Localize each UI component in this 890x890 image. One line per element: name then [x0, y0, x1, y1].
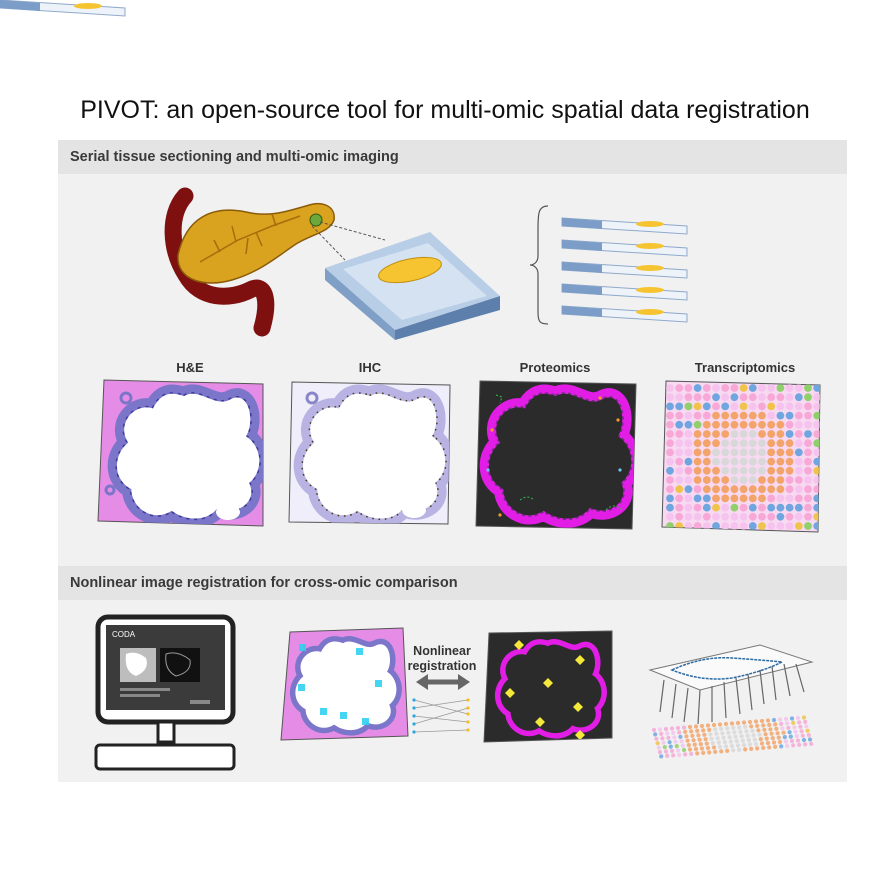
sample-site [309, 213, 323, 227]
panel-label-ihc: IHC [358, 360, 382, 375]
app-logo: CODA [112, 630, 136, 639]
monitor-stand [156, 720, 176, 744]
panel-label-transcriptomics: Transcriptomics [694, 360, 796, 375]
transcriptomics-panel [661, 380, 821, 533]
section-brace [529, 205, 549, 325]
computer-illustration: CODA [94, 614, 236, 771]
section1-heading: Serial tissue sectioning and multi-omic … [58, 140, 847, 174]
overlay-stack [648, 644, 814, 759]
section2-heading: Nonlinear image registration for cross-o… [58, 566, 847, 600]
registration-proteomics [483, 630, 613, 743]
pancreas-organ [177, 202, 335, 284]
figure-title: PIVOT: an open-source tool for multi-omi… [80, 96, 810, 124]
blood-vessel [164, 187, 275, 337]
pancreas-illustration [164, 187, 386, 337]
ihc-panel [288, 381, 451, 525]
tissue-sample [378, 256, 442, 284]
tissue-block [325, 232, 500, 340]
registration-arrow [412, 674, 470, 734]
registration-he [280, 627, 409, 741]
registration-label-2: registration [407, 659, 477, 673]
registration-label-1: Nonlinear [413, 644, 471, 658]
he-panel [97, 379, 264, 527]
panel-label-he: H&E [176, 360, 204, 375]
serial-sections [0, 0, 688, 325]
proteomics-panel [475, 380, 637, 530]
keyboard [94, 743, 236, 771]
panel-label-proteomics: Proteomics [519, 360, 591, 375]
